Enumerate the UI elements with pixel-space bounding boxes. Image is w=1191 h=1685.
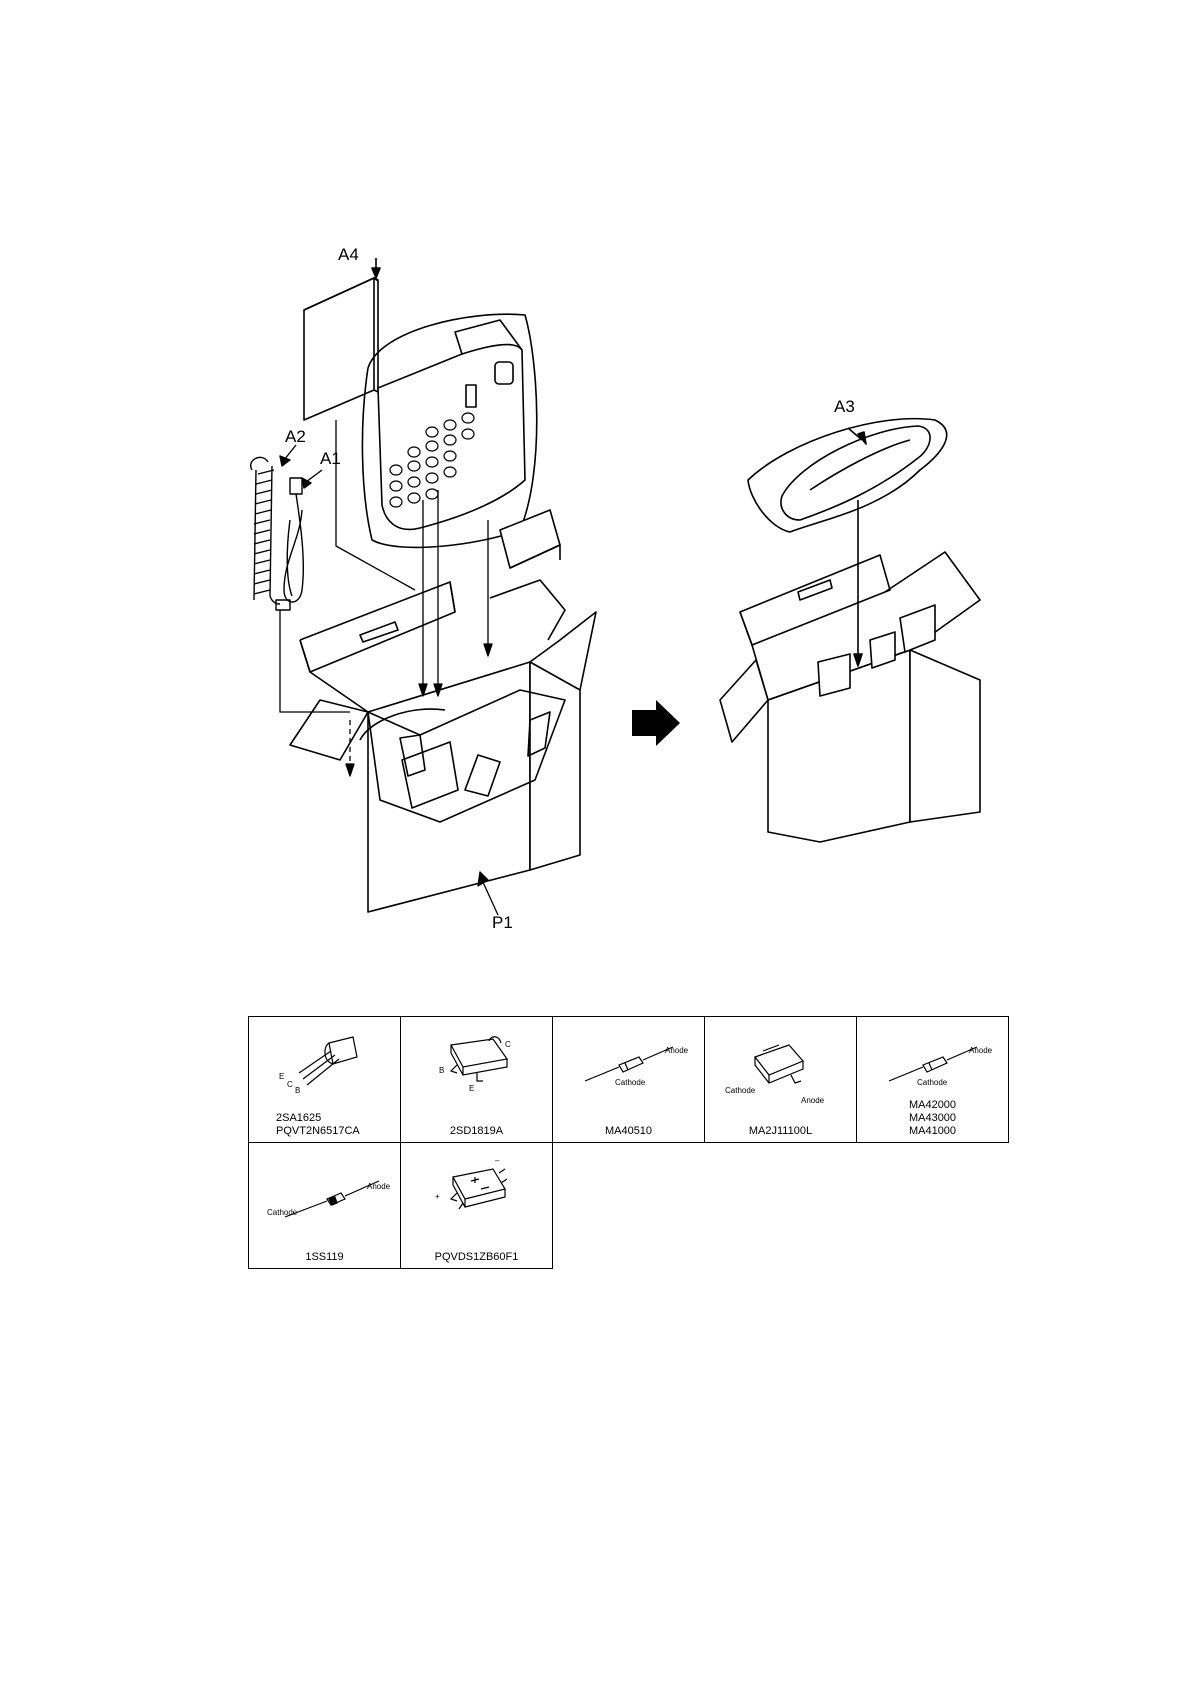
smd-diode-icon bbox=[705, 1017, 856, 1142]
label-a2: A2 bbox=[285, 428, 306, 445]
part-number: 1SS119 bbox=[249, 1251, 400, 1264]
pin-anode: Anode bbox=[665, 1047, 688, 1055]
part-cell-diode-glass: Anode Cathode 1SS119 bbox=[249, 1143, 401, 1269]
pin-plus: + bbox=[435, 1193, 440, 1201]
glass-diode-icon bbox=[249, 1143, 400, 1268]
pin-c: C bbox=[505, 1041, 511, 1049]
part-number: MA2J11100L bbox=[705, 1125, 856, 1138]
part-number: PQVDS1ZB60F1 bbox=[401, 1251, 552, 1264]
part-cell-transistor-smd: C B E 2SD1819A bbox=[401, 1017, 553, 1143]
pin-cathode: Cathode bbox=[267, 1209, 297, 1217]
bridge-rectifier-icon bbox=[401, 1143, 552, 1268]
pin-anode: Anode bbox=[969, 1047, 992, 1055]
transistor-smd-icon bbox=[401, 1017, 552, 1142]
pin-cathode: Cathode bbox=[917, 1079, 947, 1087]
pin-cathode: Cathode bbox=[615, 1079, 645, 1087]
pin-b: B bbox=[295, 1087, 300, 1095]
part-number: MA40510 bbox=[553, 1125, 704, 1138]
pin-minus: – bbox=[495, 1157, 499, 1165]
pin-c: C bbox=[287, 1081, 293, 1089]
arrow-right-icon bbox=[632, 700, 682, 746]
part-cell-diode-axial: Anode Cathode MA40510 bbox=[553, 1017, 705, 1143]
pin-b: B bbox=[439, 1067, 444, 1075]
base-unit-in-bag bbox=[362, 314, 536, 547]
label-a3: A3 bbox=[834, 398, 855, 415]
label-a4: A4 bbox=[338, 246, 359, 263]
label-a1: A1 bbox=[320, 450, 341, 467]
part-cell-bridge-rectifier: + – PQVDS1ZB60F1 bbox=[401, 1143, 553, 1269]
instruction-booklet-a4 bbox=[304, 258, 380, 420]
label-p1: P1 bbox=[492, 914, 513, 931]
pin-e: E bbox=[279, 1073, 284, 1081]
carton-box-p1 bbox=[290, 510, 596, 912]
part-number: 2SD1819A bbox=[401, 1125, 552, 1138]
pin-anode: Anode bbox=[801, 1097, 824, 1105]
pin-e: E bbox=[469, 1085, 474, 1093]
packing-illustration bbox=[0, 0, 1191, 940]
handset-in-bag-a3 bbox=[748, 419, 947, 532]
pin-cathode: Cathode bbox=[725, 1087, 755, 1095]
part-cell-diode-smd: Cathode Anode MA2J11100L bbox=[705, 1017, 857, 1143]
carton-box-packed bbox=[720, 500, 980, 842]
pin-anode: Anode bbox=[367, 1183, 390, 1191]
telephone-cord-a1 bbox=[284, 470, 322, 602]
